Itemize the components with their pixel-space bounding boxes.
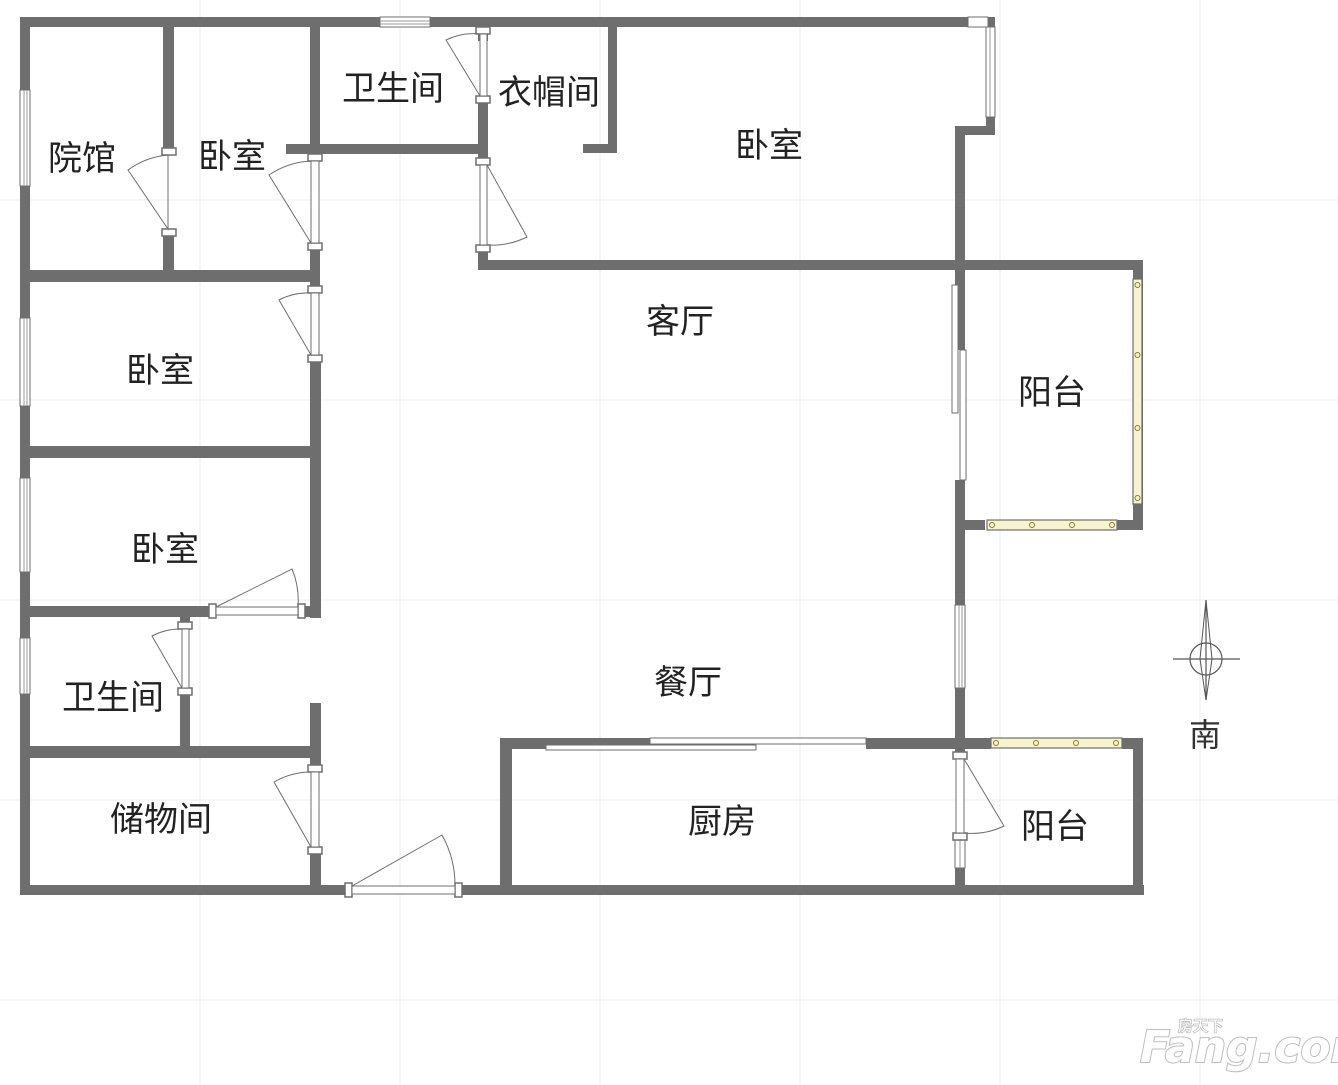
windows — [19, 16, 996, 869]
label-cloakroom: 衣帽间 — [498, 73, 600, 113]
label-balcony-south: 阳台 — [1021, 807, 1089, 847]
wall-storage-right-upper — [310, 703, 321, 769]
label-master-bedroom: 卧室 — [735, 126, 803, 166]
label-bedroom-small: 卧室 — [198, 137, 266, 177]
rail-east — [1132, 278, 1143, 505]
wall-kitchen-right-low — [955, 868, 965, 895]
door-balcony-south — [952, 751, 1005, 841]
wall-courtyard-right-upper — [163, 27, 174, 152]
wall-balcony-top — [955, 260, 1143, 270]
wall-sbalcony-right — [1133, 738, 1143, 895]
wall-storage-right-lower — [310, 850, 321, 895]
door-bedroom-small — [268, 153, 323, 251]
wall-row1-bottom — [20, 270, 320, 282]
window-bathroom-lower — [19, 637, 31, 695]
wall-courtyard-right-lower — [163, 236, 174, 274]
door-storage — [273, 764, 323, 855]
window-bedroom-lower — [19, 477, 31, 573]
label-courtyard-hall: 院馆 — [48, 139, 116, 179]
wall-row3-bottom-right — [300, 606, 321, 617]
window-master-corner — [967, 16, 996, 118]
wall-kitchen-top-left — [500, 738, 650, 749]
wall-living-east-mid — [955, 480, 965, 605]
watermark: 房天下 Fang.com — [1139, 1016, 1338, 1074]
door-bedroom-lower — [208, 568, 306, 619]
label-bedroom-lower: 卧室 — [131, 530, 199, 570]
walls — [20, 17, 1144, 895]
rail-south — [990, 737, 1123, 749]
wall-cloak-left — [478, 100, 488, 165]
wall-kitchen-top-right — [866, 738, 965, 749]
wall-bottom-right — [460, 885, 1144, 895]
wall-sbalcony-top-right — [1122, 738, 1143, 749]
door-courtyard — [127, 147, 177, 237]
sliding-door-kitchen — [545, 737, 867, 751]
wall-bed-small-right — [310, 248, 320, 290]
wall-row2-bottom — [20, 446, 320, 458]
wall-cloak-right — [608, 27, 617, 153]
wall-master-east — [955, 126, 965, 286]
wall-master-notch — [955, 126, 995, 135]
wall-living-east-low — [955, 688, 965, 748]
doors — [127, 26, 1005, 898]
compass-needle-icon — [1199, 599, 1213, 701]
wall-master-door-jamb — [478, 248, 488, 270]
label-bathroom-top: 卫生间 — [342, 69, 444, 109]
label-living-room: 客厅 — [646, 302, 714, 342]
wall-row4-bottom — [20, 746, 321, 758]
wall-corridor-west — [310, 358, 321, 618]
sliding-door-balcony — [951, 284, 967, 481]
watermark-logo: Fang.com — [1140, 1022, 1338, 1073]
door-entrance — [344, 834, 463, 898]
window-living-east — [954, 604, 966, 689]
label-bathroom-lower: 卫生间 — [62, 678, 164, 718]
label-bedroom-middle: 卧室 — [126, 351, 194, 391]
window-top — [379, 16, 431, 28]
wall-balcony-bottom-right — [1117, 520, 1143, 530]
door-bedroom-middle — [278, 285, 323, 363]
rail-east-bottom — [986, 519, 1118, 531]
wall-top-right — [430, 17, 970, 27]
window-bedroom-middle — [19, 317, 31, 407]
balcony-rails — [986, 278, 1143, 749]
compass-direction-label: 南 — [1189, 716, 1221, 754]
label-storage-room: 储物间 — [110, 800, 212, 840]
wall-bath-top-bottom — [286, 144, 486, 154]
label-dining-room: 餐厅 — [654, 663, 722, 703]
watermark-sub: 房天下 — [1178, 1017, 1223, 1035]
compass: 南 — [1173, 599, 1240, 754]
wall-bottom-left — [20, 885, 350, 895]
room-labels: 院馆 卧室 卫生间 衣帽间 卧室 客厅 阳台 卧室 卧室 卫生间 餐厅 储物间 … — [48, 69, 1089, 847]
wall-cloak-return — [583, 144, 617, 153]
wall-master-bottom — [478, 260, 965, 270]
window-kitchen-bottom-right — [954, 837, 966, 869]
wall-sbalcony-top-left — [955, 738, 991, 749]
wall-top-left — [20, 17, 380, 27]
door-bathroom-top — [445, 26, 491, 104]
wall-kitchen-left — [500, 738, 512, 895]
door-cloakroom — [475, 157, 528, 253]
label-balcony-east: 阳台 — [1018, 373, 1086, 413]
wall-row3-bottom — [20, 606, 215, 617]
wall-lowbath-right — [180, 690, 190, 750]
wall-living-east-upper — [955, 286, 965, 350]
door-bathroom-lower — [151, 621, 193, 696]
window-courtyard — [19, 89, 31, 187]
label-kitchen: 厨房 — [688, 802, 756, 842]
wall-balcony-bottom-left — [955, 520, 985, 530]
wall-bath-top-left — [310, 27, 320, 155]
